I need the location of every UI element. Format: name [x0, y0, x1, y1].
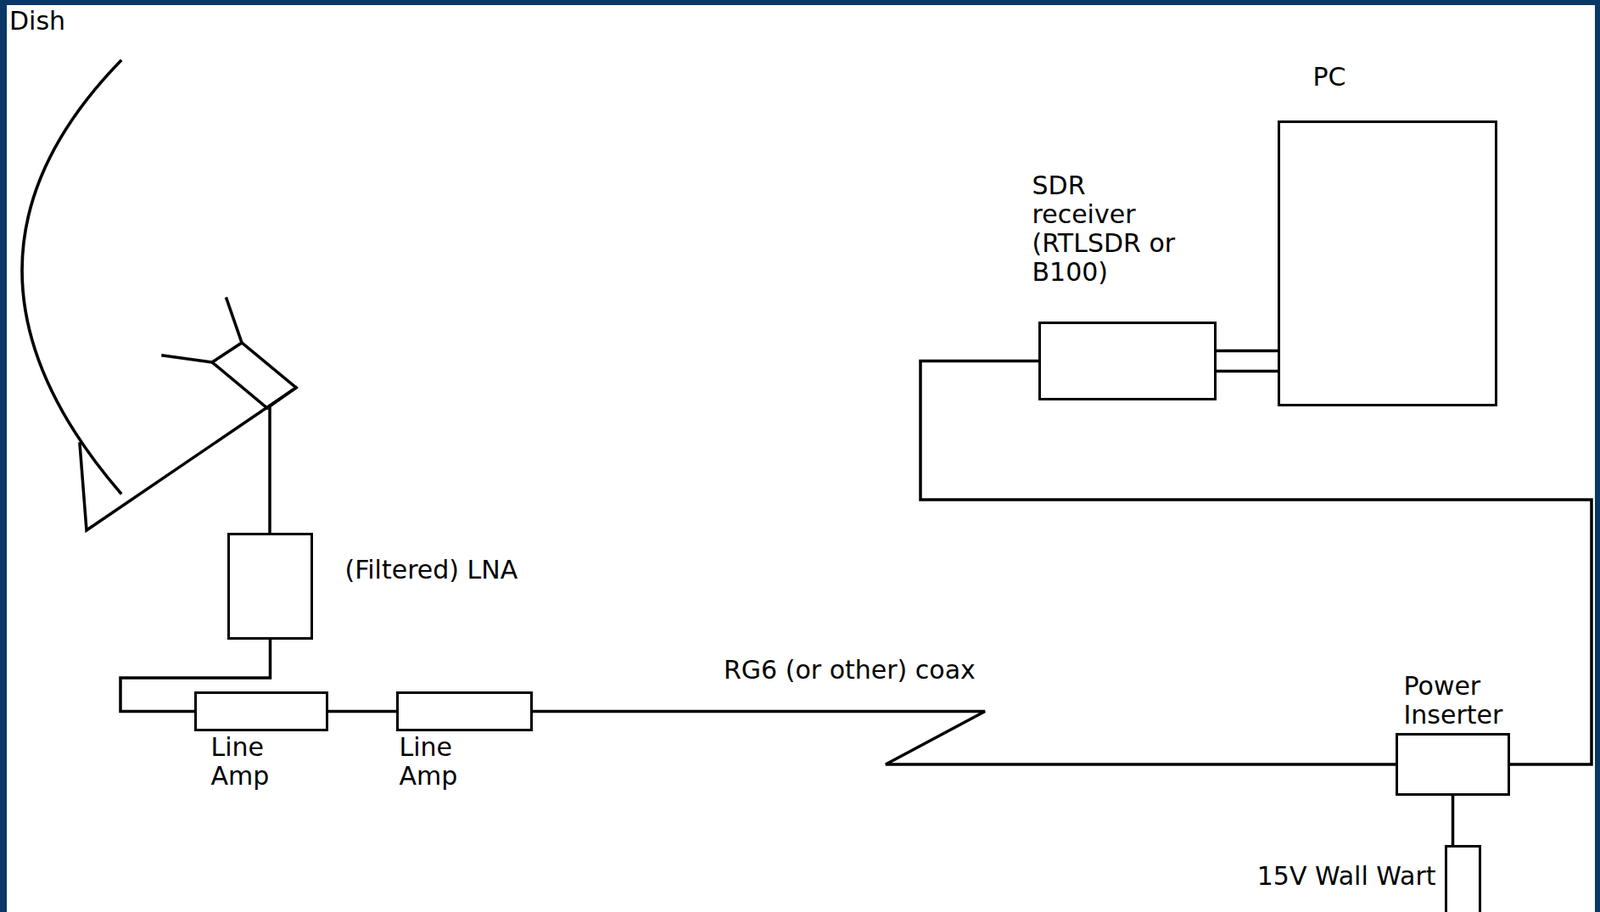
feed-cable: [268, 408, 272, 533]
box-label: 15V Wall Wart: [1247, 861, 1437, 891]
box-label: Line Amp: [399, 732, 485, 791]
box-label: Power Inserter: [1404, 671, 1540, 730]
feed-strut: [226, 298, 242, 343]
sdr-receiver-box: SDR receiver (RTLSDR or B100): [1038, 321, 1217, 401]
coax-cable: [328, 710, 397, 714]
coax-cable: [1216, 351, 1278, 372]
coax-cable: [920, 361, 1592, 766]
box-label: PC: [1313, 62, 1347, 92]
line-amp-box: Line Amp: [396, 691, 533, 732]
dish-reflector: [22, 61, 121, 493]
pc-box: PC: [1277, 120, 1498, 407]
dish-label: Dish: [9, 6, 66, 36]
line-amp-box: Line Amp: [194, 691, 329, 732]
dish-support: [79, 387, 297, 531]
coax-cable: [1451, 795, 1455, 845]
wall-wart-box: 15V Wall Wart: [1444, 844, 1482, 912]
power-inserter-box: Power Inserter: [1395, 732, 1511, 796]
cable-label: RG6 (or other) coax: [723, 655, 976, 685]
box-label: (Filtered) LNA: [345, 555, 519, 585]
coax-cable: [532, 711, 1396, 766]
box-label: SDR receiver (RTLSDR or B100): [1032, 171, 1192, 287]
lna-box: (Filtered) LNA: [227, 532, 314, 640]
feed-strut: [162, 355, 213, 363]
box-label: Line Amp: [211, 732, 297, 791]
feed-horn: [212, 342, 297, 409]
